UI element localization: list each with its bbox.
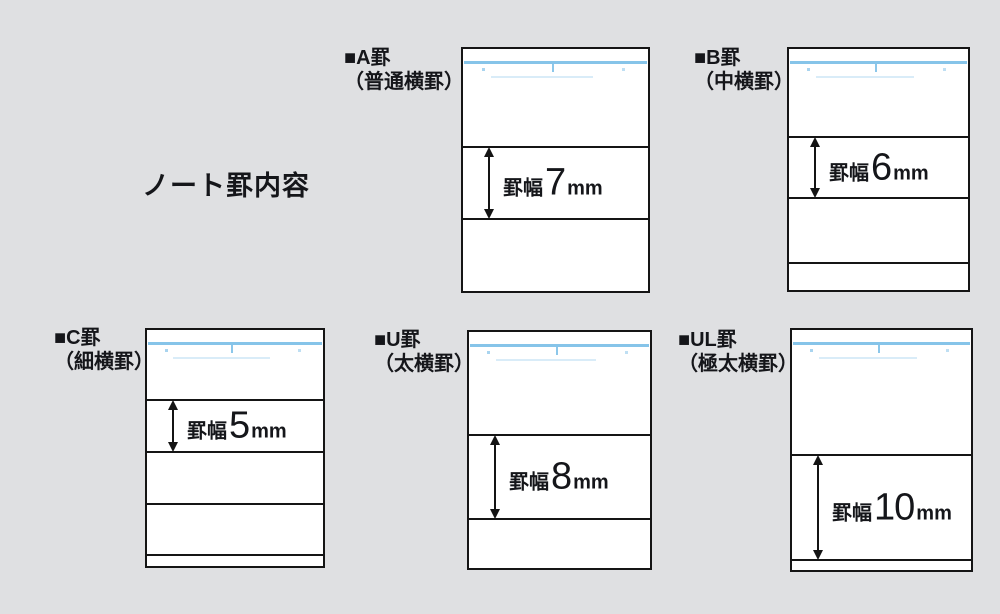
card-label-B: ■B罫（中横罫） xyxy=(694,46,794,94)
rule-line xyxy=(147,503,323,505)
measure-value: 7 xyxy=(545,161,566,204)
rule-line xyxy=(792,559,971,561)
card-label-C: ■C罫（細横罫） xyxy=(54,326,154,374)
center-tick-mark xyxy=(555,347,558,355)
rule-line xyxy=(469,518,650,520)
arrow-shaft xyxy=(172,403,174,449)
arrow-head-down xyxy=(810,188,820,198)
blue-margin-line xyxy=(793,342,970,345)
card-label-U: ■U罫（太横罫） xyxy=(374,328,474,376)
measure-prefix: 罫幅 xyxy=(509,471,549,494)
faint-secondary-line xyxy=(490,76,593,78)
card-label-subname: （普通横罫） xyxy=(344,71,464,93)
card-label-subname: （太横罫） xyxy=(374,353,474,375)
rule-line xyxy=(463,146,648,148)
measure-unit: mm xyxy=(567,177,603,200)
rule-line xyxy=(789,197,968,199)
rule-line xyxy=(789,262,968,264)
measure-value: 6 xyxy=(871,146,892,188)
rule-line xyxy=(792,454,971,456)
rule-line xyxy=(789,136,968,138)
width-arrow xyxy=(167,400,179,452)
left-tick-dot xyxy=(806,68,810,71)
faint-secondary-line xyxy=(818,357,918,359)
width-arrow xyxy=(812,455,824,560)
card-label-subname: （中横罫） xyxy=(694,71,794,93)
measure-unit: mm xyxy=(251,420,287,443)
arrow-head-down xyxy=(813,550,823,560)
card-label-name: ■UL罫 xyxy=(678,329,737,351)
card-label-UL: ■UL罫（極太横罫） xyxy=(678,328,798,376)
measure-prefix: 罫幅 xyxy=(829,162,869,184)
right-tick-dot xyxy=(945,349,949,352)
arrow-shaft xyxy=(494,438,496,516)
card-label-name: ■U罫 xyxy=(374,329,421,351)
arrow-shaft xyxy=(488,150,490,216)
faint-secondary-line xyxy=(815,76,915,78)
arrow-shaft xyxy=(814,140,816,195)
card-label-subname: （細横罫） xyxy=(54,351,154,373)
blue-margin-line xyxy=(470,344,649,347)
right-tick-dot xyxy=(622,68,626,71)
measure-prefix: 罫幅 xyxy=(832,502,872,524)
arrow-head-down xyxy=(168,442,178,452)
blue-margin-line xyxy=(790,61,967,64)
arrow-head-up xyxy=(813,455,823,465)
rule-line xyxy=(147,554,323,556)
card-label-name: ■C罫 xyxy=(54,327,101,349)
rule-line xyxy=(147,399,323,401)
blue-margin-line xyxy=(464,61,647,64)
measure-prefix: 罫幅 xyxy=(187,420,227,443)
left-tick-dot xyxy=(487,351,491,354)
faint-secondary-line xyxy=(173,357,271,359)
right-tick-dot xyxy=(298,349,302,352)
measure-unit: mm xyxy=(893,162,929,184)
arrow-shaft xyxy=(817,458,819,557)
rule-line xyxy=(463,218,648,220)
measure-prefix: 罫幅 xyxy=(503,177,543,200)
left-tick-dot xyxy=(809,349,813,352)
arrow-head-up xyxy=(484,147,494,157)
faint-secondary-line xyxy=(496,359,596,361)
arrow-head-down xyxy=(490,509,500,519)
arrow-head-up xyxy=(168,400,178,410)
center-tick-mark xyxy=(551,64,554,72)
rule-line xyxy=(469,434,650,436)
measure-value: 5 xyxy=(229,404,250,447)
page-title: ノート罫内容 xyxy=(142,171,310,201)
width-arrow xyxy=(809,137,821,198)
width-arrow xyxy=(489,435,501,519)
measure-unit: mm xyxy=(916,502,952,524)
left-tick-dot xyxy=(481,68,485,71)
right-tick-dot xyxy=(624,351,628,354)
card-label-name: ■A罫 xyxy=(344,47,391,69)
arrow-head-up xyxy=(490,435,500,445)
measure-unit: mm xyxy=(573,471,609,494)
left-tick-dot xyxy=(164,349,168,352)
width-arrow xyxy=(483,147,495,219)
blue-margin-line xyxy=(148,342,322,345)
measure-value: 8 xyxy=(551,455,572,498)
rule-line xyxy=(147,451,323,453)
measure-value: 10 xyxy=(874,486,915,528)
center-tick-mark xyxy=(231,345,234,353)
center-tick-mark xyxy=(874,64,877,72)
arrow-head-down xyxy=(484,209,494,219)
card-label-name: ■B罫 xyxy=(694,47,741,69)
arrow-head-up xyxy=(810,137,820,147)
card-label-A: ■A罫（普通横罫） xyxy=(344,46,464,94)
card-label-subname: （極太横罫） xyxy=(678,353,798,375)
center-tick-mark xyxy=(877,345,880,353)
right-tick-dot xyxy=(942,68,946,71)
